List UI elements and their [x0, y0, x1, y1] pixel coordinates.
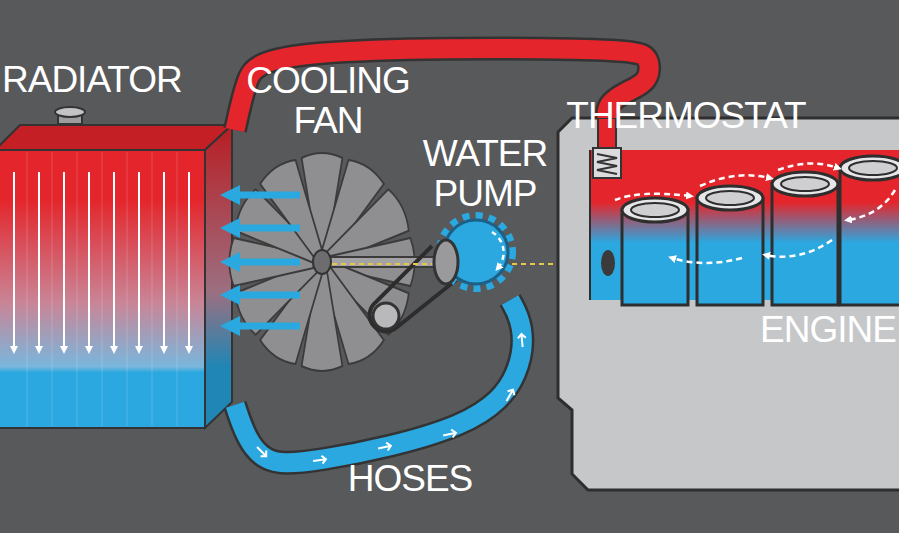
hose-outline	[235, 300, 522, 463]
part-label: ENGINE	[760, 310, 899, 350]
lower-hose	[235, 300, 522, 463]
engine-part: ENGINE	[555, 118, 899, 488]
part-label: THERMOSTAT	[556, 96, 816, 136]
engine-block	[558, 118, 899, 490]
part-label: COOLING FAN	[238, 61, 418, 141]
radiator-side	[205, 125, 232, 428]
radiator-core	[0, 150, 205, 428]
radiator-fins	[27, 152, 177, 426]
hose-flow-arrows	[254, 334, 526, 465]
thermostat-spring	[597, 154, 617, 174]
radiator-cap-top	[55, 107, 85, 117]
radiator-top	[0, 125, 232, 150]
engine-flow-arrows	[615, 163, 895, 263]
pump-pulley	[434, 240, 458, 284]
fan-hub	[313, 250, 331, 274]
thermostat-body	[593, 148, 621, 178]
jacket-edge	[589, 150, 591, 300]
pump-flow-arrow	[492, 232, 504, 268]
water-pump-part: WATER PUMP	[415, 134, 555, 300]
crank-pulley	[373, 303, 399, 329]
part-label: HOSES	[330, 459, 490, 499]
flow-arrows	[14, 172, 189, 350]
airflow-arrows	[232, 195, 300, 326]
hose-tube	[235, 300, 522, 463]
radiator-drawing	[0, 107, 232, 428]
cylinders	[622, 156, 899, 305]
part-label: WATER PUMP	[415, 134, 555, 214]
radiator-part: RADIATOR	[0, 60, 235, 432]
engine-drawing	[558, 118, 899, 490]
part-label: RADIATOR	[2, 60, 232, 100]
pump-port	[601, 250, 615, 276]
water-pump-drawing	[370, 216, 512, 331]
